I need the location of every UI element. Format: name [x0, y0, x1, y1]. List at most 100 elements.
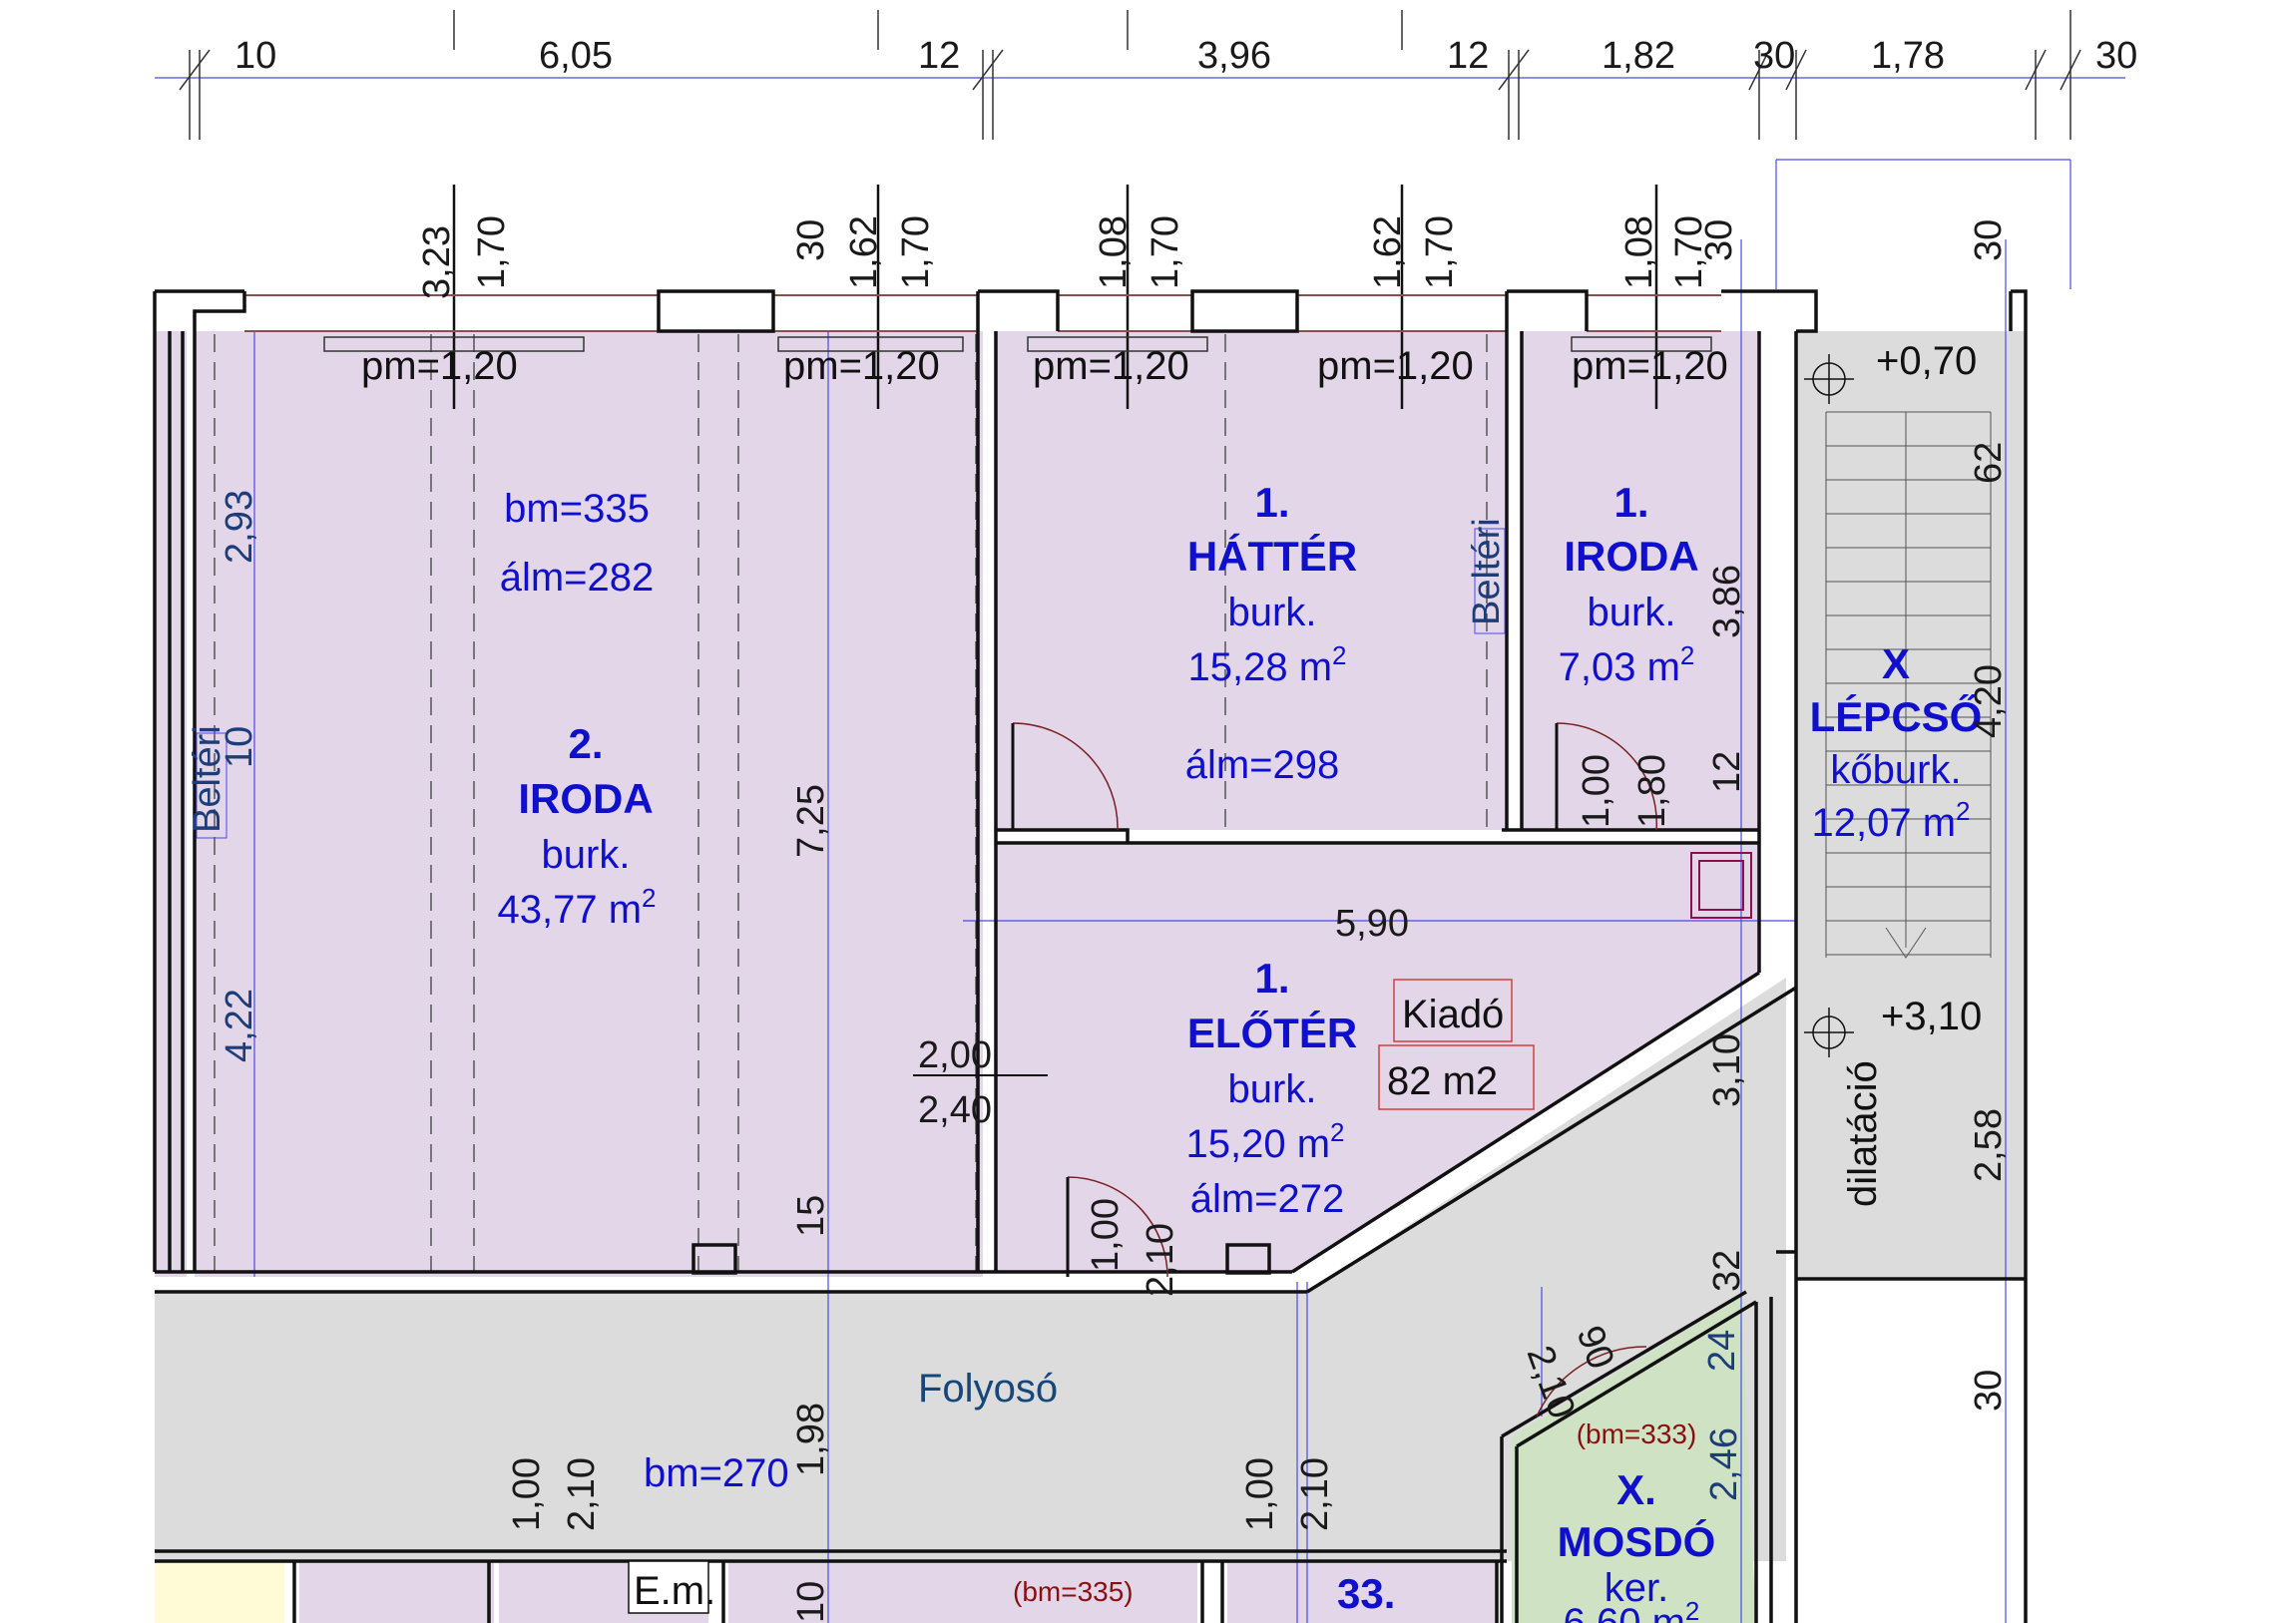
pm-label: pm=1,20: [1033, 344, 1189, 388]
pm-label: pm=1,20: [361, 344, 518, 388]
belteri-label: Beltéri: [187, 725, 229, 833]
dim-label: 2,10: [561, 1457, 603, 1531]
room-iroda-1-label: 1. IRODA burk. 7,03 m2: [1559, 479, 1699, 689]
dim-label: 5,90: [1335, 903, 1409, 945]
dim-label: 2,46: [1703, 1427, 1745, 1501]
corridor-name: Folyosó: [918, 1367, 1058, 1411]
room-area: 15,20 m2: [1186, 1117, 1345, 1166]
dim-label: 15: [790, 1195, 832, 1237]
top-dim: 1,82: [1602, 35, 1675, 77]
dim-label: 1,98: [790, 1403, 832, 1476]
pm-label: pm=1,20: [1572, 344, 1728, 388]
opening-dim: 1,70: [1145, 215, 1186, 289]
opening-dim: 1,08: [1093, 215, 1135, 289]
top-dim: 3,96: [1197, 35, 1271, 77]
pm-label: pm=1,20: [1317, 344, 1474, 388]
bottom-room-1-fill: [299, 1561, 494, 1623]
bm-label: (bm=335): [1013, 1576, 1134, 1607]
room-finish: kőburk.: [1830, 748, 1961, 792]
room-name: MOSDÓ: [1558, 1517, 1716, 1565]
walls: [153, 289, 2028, 1623]
dim-label: 3,10: [1706, 1033, 1748, 1107]
top-dim: 30: [1753, 35, 1795, 77]
dim-label: 30: [1968, 1370, 2010, 1412]
dim-label: 2,58: [1968, 1108, 2010, 1182]
top-dim: 1,78: [1871, 35, 1945, 77]
inner-dimensions: 2,93 10 4,22 7,25 2,00 2,40 15 5,90 3,86…: [219, 442, 2010, 1623]
corridor-bm: bm=270: [644, 1451, 789, 1495]
room-finish: burk.: [1228, 1067, 1317, 1111]
room-alm: álm=272: [1190, 1177, 1345, 1221]
room-name: HÁTTÉR: [1187, 533, 1357, 580]
room-hatter-fill: [996, 331, 1507, 830]
kiado-label: Kiadó 82 m2: [1387, 993, 1504, 1103]
bottom-yellow-fill: [155, 1561, 284, 1623]
opening-dimension-lines: [452, 185, 1658, 409]
pm-labels: pm=1,20 pm=1,20 pm=1,20 pm=1,20 pm=1,20: [361, 344, 1728, 388]
room-number: X.: [1616, 1466, 1656, 1513]
room-number: 33.: [1337, 1570, 1395, 1617]
opening-dim: 3,23: [416, 225, 458, 299]
room-area: 12,07 m2: [1812, 796, 1971, 845]
dim-label: 2,10: [1140, 1223, 1181, 1297]
opening-dim: 30: [1968, 219, 2010, 261]
room-mosdo-fill: [1512, 1297, 1756, 1623]
room-lepcso-label: X LÉPCSŐ kőburk. 12,07 m2: [1810, 640, 1983, 845]
dim-label: 10: [219, 726, 260, 768]
opening-dim: 1,62: [1367, 215, 1409, 289]
dim-label: 7,25: [790, 784, 832, 858]
kiado-area: 82 m2: [1387, 1059, 1498, 1103]
dim-label: 4,22: [219, 989, 260, 1062]
room-area: 15,28 m2: [1188, 640, 1347, 689]
room-finish: burk.: [542, 833, 631, 877]
dim-label: 1,80: [1631, 754, 1673, 828]
room-name: LÉPCSŐ: [1810, 693, 1983, 740]
dim-label: 32: [1706, 1250, 1748, 1292]
corridor-label: Folyosó bm=270: [644, 1367, 1058, 1495]
level-label: +3,10: [1881, 995, 1982, 1038]
bottom-room-3-fill: [728, 1561, 1197, 1623]
opening-dim: 1,08: [1618, 215, 1660, 289]
dilatacio-label: dilatáció: [1841, 1060, 1885, 1207]
opening-dimensions: 3,23 1,70 30 1,62 1,70 1,08 1,70 1,62 1,…: [416, 215, 2010, 299]
windows: [244, 294, 1721, 332]
level-markers: [1804, 354, 1854, 1057]
dim-label: 1,00: [1576, 754, 1617, 828]
grid-lines: [155, 77, 2125, 1623]
top-dim: 30: [2095, 35, 2137, 77]
top-dim: 6,05: [539, 35, 613, 77]
room-area: 6,60 m2: [1564, 1596, 1700, 1623]
room-finish: burk.: [1588, 591, 1676, 634]
room-iroda-2-fill: [195, 331, 983, 1277]
opening-dim: 1,70: [1668, 215, 1710, 289]
room-iroda-2-label: bm=335 álm=282 2. IRODA burk. 43,77 m2: [498, 487, 657, 932]
room-name: IRODA: [518, 775, 653, 822]
ventilation-shaft: [1690, 852, 1752, 919]
top-dim: 12: [1447, 35, 1489, 77]
belteri-labels: Beltéri Beltéri: [187, 518, 1508, 833]
room-alm: álm=282: [500, 556, 655, 600]
opening-dim: 1,70: [895, 215, 937, 289]
dim-label: 1,00: [1239, 1457, 1281, 1531]
room-fills: [155, 331, 2026, 1623]
room-finish: burk.: [1228, 591, 1317, 634]
top-dim: 10: [234, 35, 276, 77]
level-label: +0,70: [1876, 339, 1977, 383]
opening-dim: 1,70: [471, 215, 513, 289]
dim-label: 62: [1968, 442, 2010, 484]
room-eloter-fill: [996, 843, 1759, 1272]
room-bm: bm=335: [504, 487, 650, 531]
room-name: ELŐTÉR: [1187, 1010, 1357, 1056]
belteri-label: Beltéri: [1466, 518, 1508, 625]
top-dimension-ticks: [179, 10, 2081, 140]
opening-dim: 30: [1698, 219, 1740, 261]
level-labels: +0,70 +3,10: [1876, 339, 1982, 1038]
room-area: 7,03 m2: [1559, 640, 1695, 689]
kiado-boxes: [1378, 979, 1535, 1110]
dim-label: 2,40: [918, 1089, 992, 1131]
opening-dim: 1,70: [1419, 215, 1461, 289]
room-number: 1.: [1254, 955, 1289, 1002]
room-area: 43,77 m2: [498, 883, 657, 932]
dim-label: 4,20: [1968, 664, 2010, 738]
